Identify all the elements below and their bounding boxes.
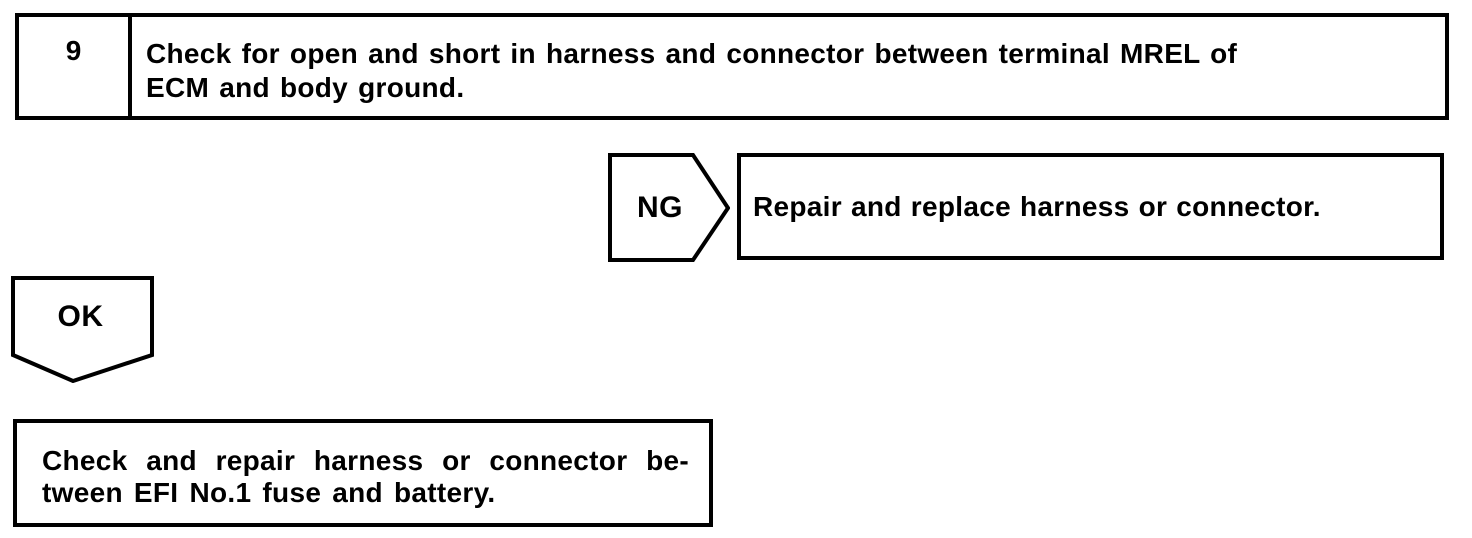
ok-result-line-2: tween EFI No.1 fuse and battery. — [42, 477, 496, 508]
step-number: 9 — [65, 35, 82, 66]
ok-result-box: Check and repair harness or connector be… — [13, 419, 713, 527]
ok-connector-label: OK — [57, 300, 104, 333]
step-box: 9 Check for open and short in harness an… — [15, 13, 1449, 120]
ok-arrow-icon — [11, 276, 154, 383]
step-instruction-line-2: ECM and body ground. — [146, 72, 465, 103]
ng-connector-label: NG — [637, 190, 683, 224]
step-instruction-line-1: Check for open and short in harness and … — [146, 38, 1238, 69]
ok-connector: OK — [11, 276, 154, 383]
ng-result-box: Repair and replace harness or connector. — [737, 153, 1444, 260]
ng-connector: NG — [608, 153, 730, 262]
ok-result-line-1: Check and repair harness or connector be… — [42, 445, 689, 476]
step-instruction: Check for open and short in harness and … — [132, 17, 1445, 116]
ng-arrow-icon — [608, 153, 730, 262]
step-number-cell: 9 — [19, 17, 132, 116]
ng-result-text: Repair and replace harness or connector. — [753, 190, 1321, 222]
